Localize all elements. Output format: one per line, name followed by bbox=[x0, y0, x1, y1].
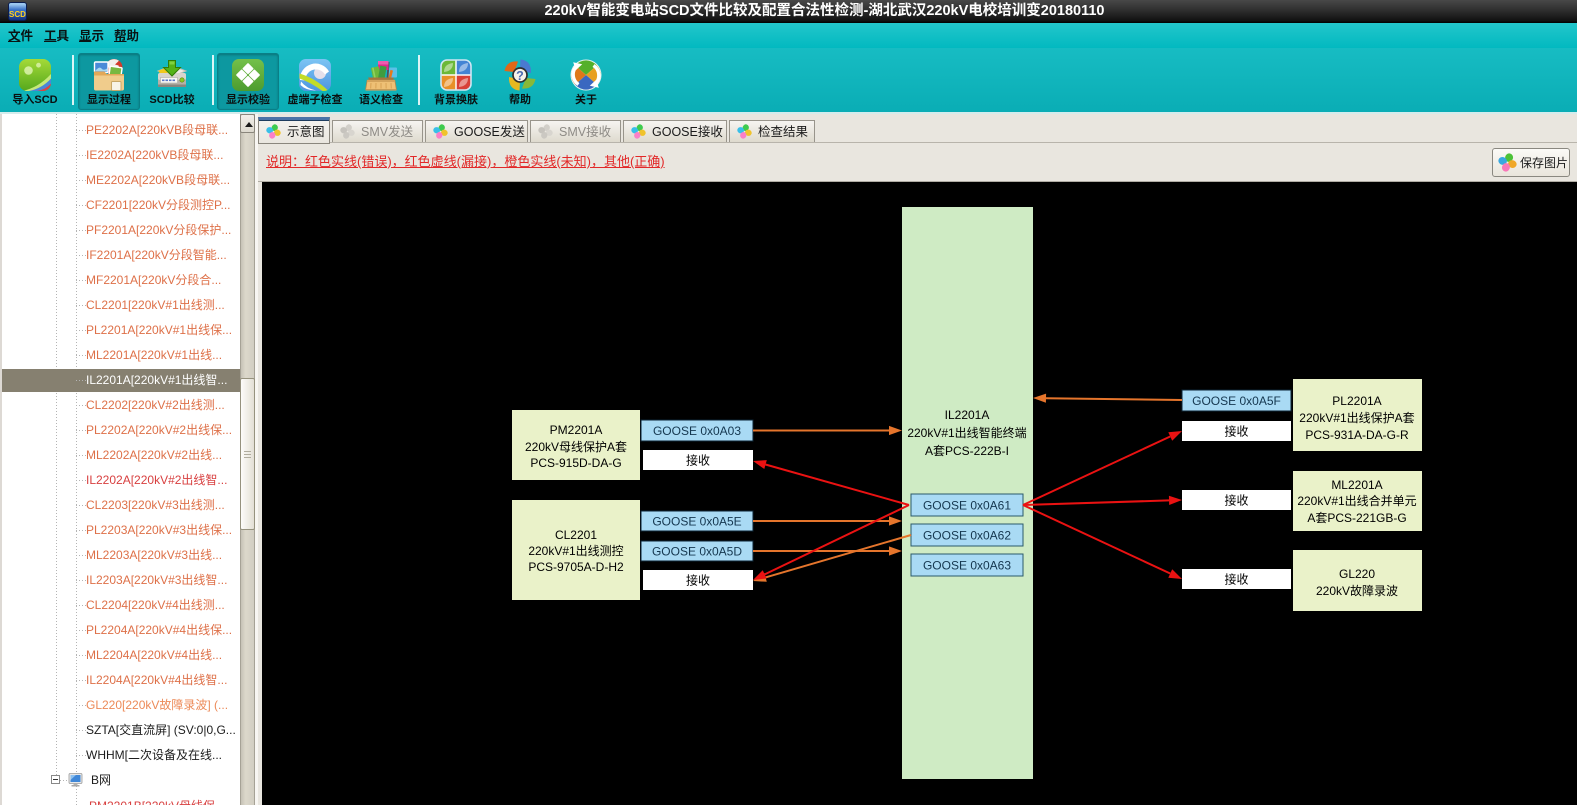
svg-text:GOOSE 0x0A5D: GOOSE 0x0A5D bbox=[652, 545, 742, 559]
svg-text:PM2201A: PM2201A bbox=[550, 423, 603, 437]
svg-text:接收: 接收 bbox=[686, 573, 710, 588]
svg-text:接收: 接收 bbox=[686, 453, 710, 468]
svg-text:IL2201A: IL2201A bbox=[945, 408, 990, 422]
svg-text:GOOSE 0x0A03: GOOSE 0x0A03 bbox=[653, 424, 741, 438]
svg-text:接收: 接收 bbox=[1224, 493, 1248, 508]
svg-text:220kV#1出线合并单元: 220kV#1出线合并单元 bbox=[1297, 493, 1416, 508]
svg-text:GOOSE 0x0A61: GOOSE 0x0A61 bbox=[923, 499, 1011, 513]
svg-text:GOOSE 0x0A5E: GOOSE 0x0A5E bbox=[652, 515, 741, 529]
svg-text:220kV#1出线测控: 220kV#1出线测控 bbox=[528, 544, 623, 558]
svg-text:CL2201: CL2201 bbox=[555, 528, 597, 542]
svg-text:GOOSE 0x0A5F: GOOSE 0x0A5F bbox=[1192, 394, 1281, 408]
svg-text:PL2201A: PL2201A bbox=[1332, 394, 1381, 408]
svg-text:接收: 接收 bbox=[1224, 572, 1248, 587]
svg-text:GOOSE 0x0A63: GOOSE 0x0A63 bbox=[923, 559, 1011, 573]
svg-text:220kV故障录波: 220kV故障录波 bbox=[1316, 583, 1398, 598]
svg-text:接收: 接收 bbox=[1224, 424, 1248, 439]
svg-text:220kV#1出线保护A套: 220kV#1出线保护A套 bbox=[1299, 411, 1414, 425]
svg-text:220kV#1出线智能终端: 220kV#1出线智能终端 bbox=[907, 425, 1026, 440]
svg-text:PCS-931A-DA-G-R: PCS-931A-DA-G-R bbox=[1305, 428, 1409, 442]
svg-text:PCS-9705A-D-H2: PCS-9705A-D-H2 bbox=[528, 560, 624, 574]
svg-text:220kV母线保护A套: 220kV母线保护A套 bbox=[525, 440, 627, 454]
svg-text:A套PCS-222B-I: A套PCS-222B-I bbox=[925, 444, 1009, 458]
svg-text:PCS-915D-DA-G: PCS-915D-DA-G bbox=[530, 456, 621, 470]
svg-text:GOOSE 0x0A62: GOOSE 0x0A62 bbox=[923, 529, 1011, 543]
svg-text:A套PCS-221GB-G: A套PCS-221GB-G bbox=[1307, 511, 1406, 525]
svg-text:?: ? bbox=[516, 69, 524, 83]
svg-text:GL220: GL220 bbox=[1339, 567, 1375, 581]
svg-text:ML2201A: ML2201A bbox=[1331, 478, 1382, 492]
